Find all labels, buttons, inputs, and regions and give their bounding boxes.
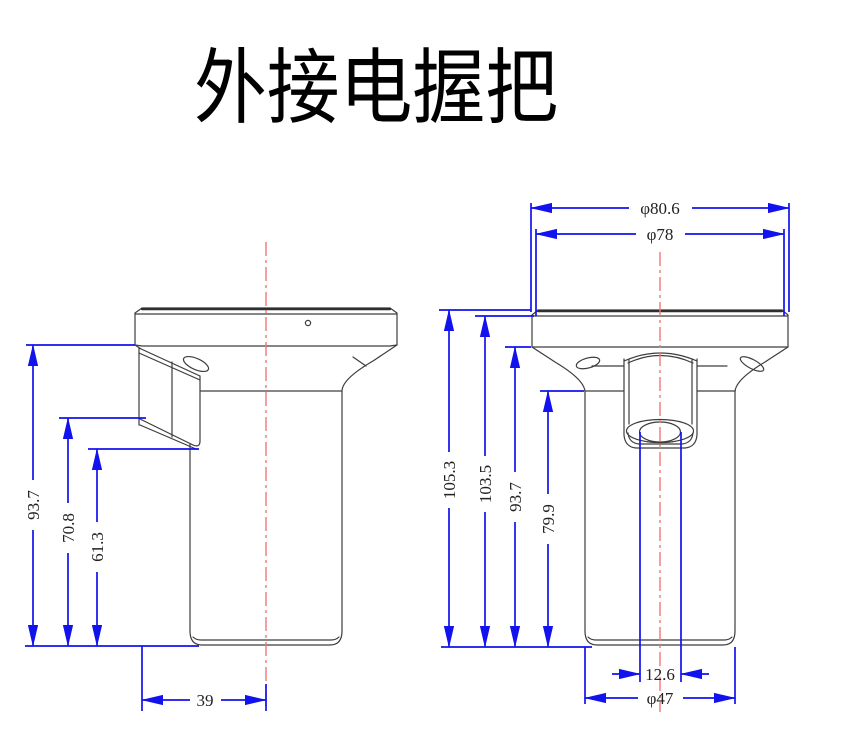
left-bracket-tip (192, 440, 201, 447)
right-side-hole-right (739, 356, 765, 372)
socket-bottom-rim-inner (627, 432, 694, 445)
dim-label-79-9: 79.9 (539, 504, 558, 534)
left-view-dimensions: 93.7 70.8 61.3 39 (24, 344, 267, 711)
right-taper-left (531, 346, 586, 393)
left-taper-right (341, 344, 398, 392)
dim-label-12-6: 12.6 (645, 665, 675, 684)
dim-label-dia-78: φ78 (647, 225, 674, 244)
left-cylinder-bottom-inner (192, 636, 340, 641)
left-bracket-bottom-edge-outer (139, 424, 197, 450)
right-taper-right (734, 346, 789, 393)
dim-label-105-3: 105.3 (440, 461, 459, 499)
dim-label-left-39: 39 (197, 691, 214, 710)
left-bracket-fill (139, 348, 200, 446)
left-bracket-bottom-edge (139, 418, 194, 446)
dim-label-left-93-7: 93.7 (24, 490, 43, 520)
left-view-outline (134, 307, 398, 646)
dim-label-dia-80-6: φ80.6 (640, 199, 680, 218)
right-side-hole-left (575, 356, 601, 370)
right-view-dimensions: φ80.6 φ78 105.3 103.5 93.7 79.9 (439, 199, 790, 708)
left-side-hole (182, 355, 210, 373)
left-bracket-top-edge-inner (138, 352, 201, 381)
dim-label-left-70-8: 70.8 (59, 513, 78, 543)
centerlines (265, 242, 661, 712)
dim-label-103-5: 103.5 (476, 465, 495, 503)
dim-label-left-61-3: 61.3 (88, 532, 107, 562)
left-cap-outline (134, 307, 398, 347)
dim-label-right-93-7: 93.7 (506, 482, 525, 512)
dim-label-dia-47: φ47 (647, 689, 674, 708)
left-bracket-top-edge (138, 347, 201, 377)
left-cap-hole (304, 319, 312, 327)
drawing-title: 外接电握把 (194, 43, 558, 134)
left-taper-highlight (352, 356, 367, 367)
